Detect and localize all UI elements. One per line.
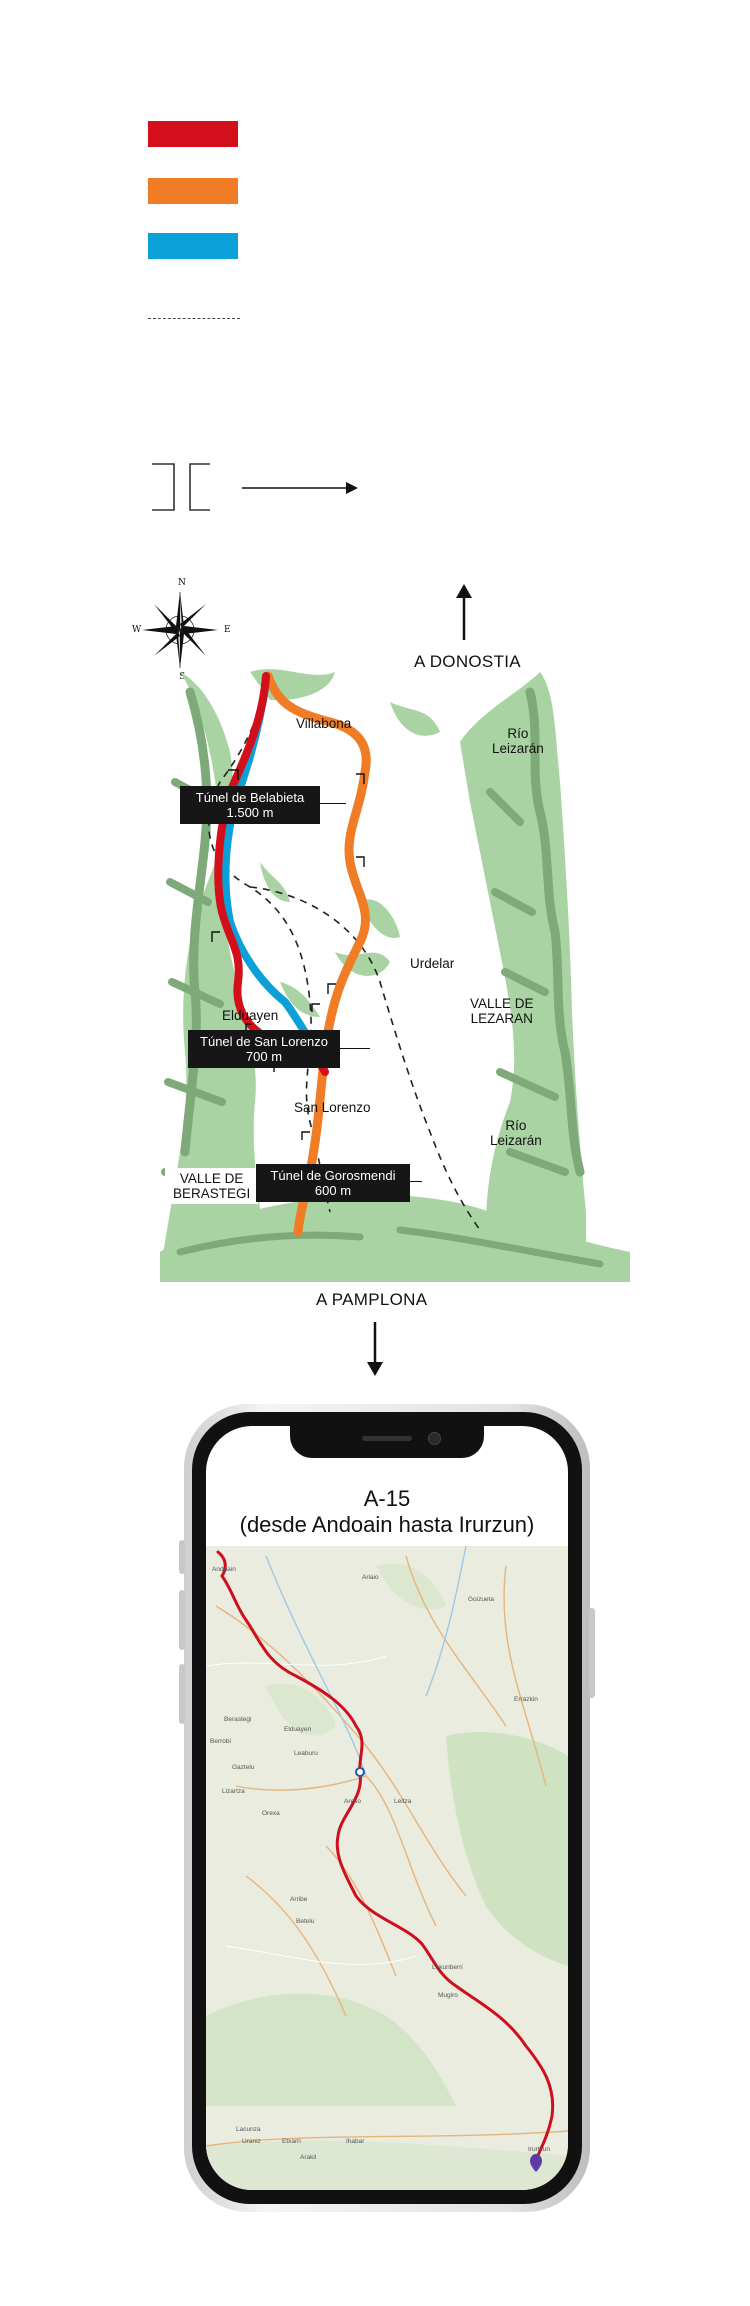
phone-camera-icon: [428, 1432, 441, 1445]
phone-town-arakil: Arakil: [300, 2154, 317, 2161]
phone-town-betelu: Betelu: [296, 1918, 315, 1925]
legend-orange-route-swatch: [148, 178, 238, 204]
direction-south-label: A PAMPLONA: [316, 1290, 428, 1309]
phone-town-gaztelu: Gaztelu: [232, 1764, 255, 1771]
tunnel-san-lorenzo-leader: [340, 1048, 370, 1049]
phone-town-berastegi: Berastegi: [224, 1716, 252, 1723]
phone-town-berrobi: Berrobi: [210, 1738, 231, 1745]
phone-town-lekunberri: Lekunberri: [432, 1964, 463, 1971]
compass-west: W: [132, 625, 142, 635]
phone-town-uraniz: Uraniz: [242, 2138, 261, 2145]
legend-blue-route-swatch: [148, 233, 238, 259]
phone-town-arribe: Arribe: [290, 1896, 308, 1903]
phone-town-etxarri: Etxarri: [282, 2138, 301, 2145]
phone-town-lizartza: Lizartza: [222, 1788, 245, 1795]
phone-waypoint-marker: [355, 1767, 365, 1777]
blue-route: [221, 678, 324, 1061]
mountains-right: [460, 672, 586, 1272]
phone-town-ihabar: Ihabar: [346, 2138, 365, 2145]
phone-town-goizueta: Goizueta: [468, 1596, 495, 1603]
compass-south: S: [179, 672, 186, 682]
phone-side-button-vol-down: [179, 1664, 185, 1724]
phone-notch: [290, 1424, 484, 1458]
phone-title-range: (desde Andoain hasta Irurzun): [239, 1512, 535, 1537]
phone-town-areso: Areso: [344, 1798, 361, 1805]
place-urdelar: Urdelar: [410, 956, 455, 971]
phone-town-elduayen: Elduayen: [284, 1726, 312, 1733]
direction-north-label: A DONOSTIA: [414, 652, 521, 671]
mountains-bottom: [160, 1195, 630, 1282]
orange-route: [263, 671, 371, 1237]
south-arrow-icon: [367, 1322, 383, 1376]
phone-town-leaburu: Leaburu: [294, 1750, 318, 1757]
tunnel-belabieta-leader: [320, 803, 346, 804]
phone-town-orexa: Orexa: [262, 1810, 280, 1817]
legend-tunnel-symbol: [152, 463, 358, 511]
place-elduayen: Elduayen: [222, 1008, 279, 1023]
north-arrow-icon: [456, 584, 472, 640]
phone-route-map: [206, 1546, 568, 2190]
old-road-dashed: [208, 675, 331, 1213]
phone-town-andoain: Andoain: [212, 1566, 236, 1573]
tunnel-gorosmendi-leader: [410, 1181, 422, 1182]
phone-map-title: A-15 (desde Andoain hasta Irurzun): [208, 1486, 566, 1538]
phone-a15-route: [216, 1550, 555, 2162]
compass-north: N: [178, 578, 186, 588]
phone-title-road: A-15: [363, 1486, 411, 1511]
phone-town-irurtzun: Irurtzun: [528, 2146, 551, 2153]
phone-town-lacunza: Lacunza: [236, 2126, 261, 2133]
place-villabona: Villabona: [296, 716, 352, 731]
phone-town-ariaio: Ariaio: [362, 1574, 379, 1581]
place-san-lorenzo: San Lorenzo: [294, 1100, 371, 1115]
compass-east: E: [224, 625, 231, 635]
phone-town-leitza: Leitza: [394, 1798, 412, 1805]
legend-dashed-line: [148, 318, 240, 319]
phone-power-button: [589, 1608, 595, 1698]
compass-rose-icon: [142, 591, 218, 669]
phone-side-button-top: [179, 1540, 185, 1574]
legend-red-route-swatch: [148, 121, 238, 147]
phone-town-mugiro: Mugiro: [438, 1992, 458, 1999]
phone-screen: Andoain Ariaio Goizueta Berastegi Elduay…: [206, 1426, 568, 2190]
phone-destination-pin-icon: [530, 2154, 542, 2172]
phone-side-button-vol-up: [179, 1590, 185, 1650]
phone-speaker: [362, 1436, 412, 1441]
phone-town-errazkin: Errazkin: [514, 1696, 538, 1703]
